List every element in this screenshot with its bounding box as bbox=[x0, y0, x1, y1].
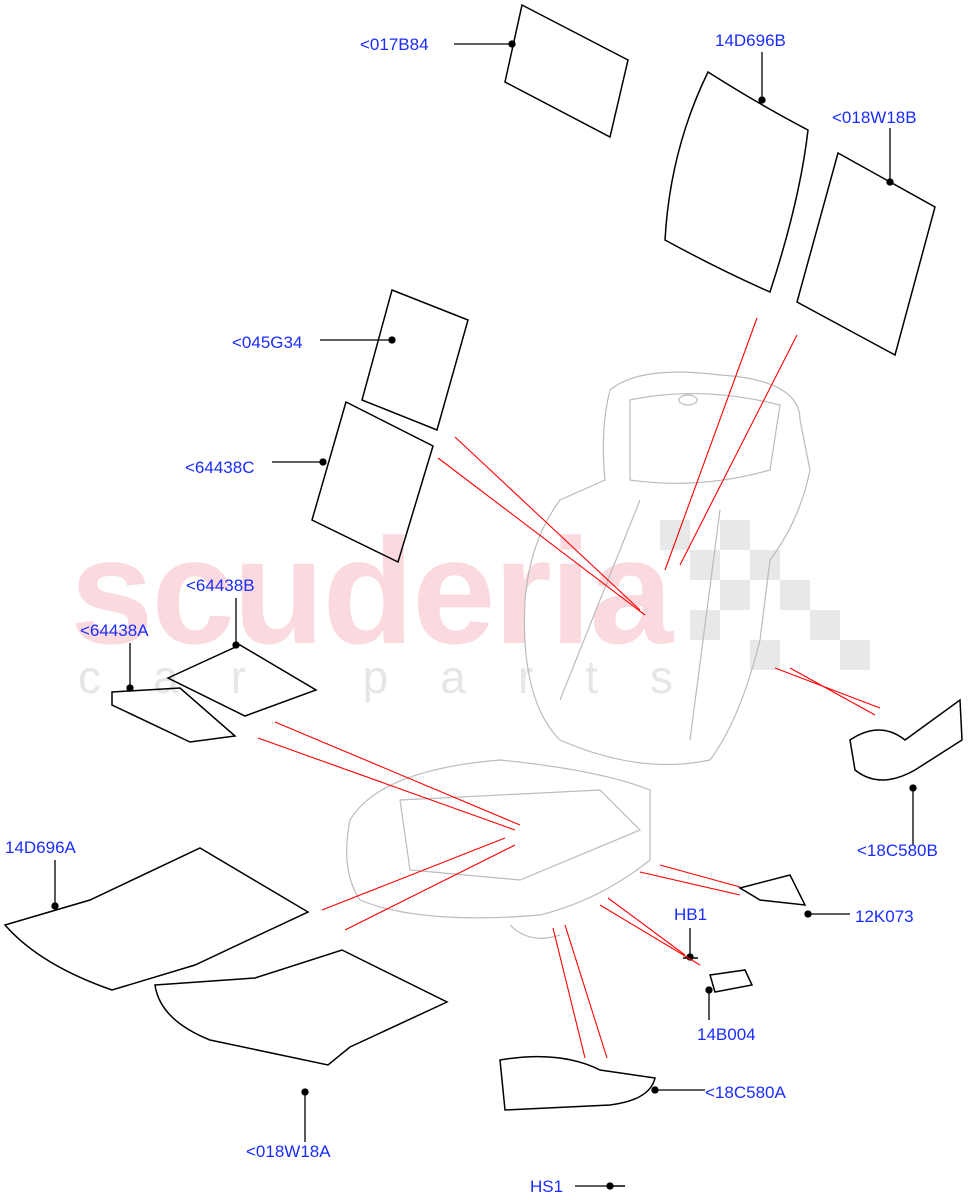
label-018W18B[interactable]: <018W18B bbox=[832, 108, 917, 127]
part-018W18A bbox=[154, 949, 449, 1066]
part-64438C bbox=[311, 400, 434, 564]
label-64438A[interactable]: <64438A bbox=[80, 621, 149, 640]
label-14B004[interactable]: 14B004 bbox=[697, 1025, 756, 1044]
part-14D696B bbox=[664, 70, 809, 294]
label-18C580A[interactable]: <18C580A bbox=[705, 1083, 786, 1102]
label-017B84[interactable]: <017B84 bbox=[360, 35, 429, 54]
reference-lines bbox=[257, 317, 881, 1059]
part-64438A bbox=[111, 687, 237, 743]
label-12K073[interactable]: 12K073 bbox=[855, 907, 914, 926]
seat-outline bbox=[346, 371, 811, 939]
part-18C580B bbox=[849, 698, 963, 781]
watermark-sub: car parts bbox=[78, 651, 725, 703]
label-HS1[interactable]: HS1 bbox=[530, 1177, 564, 1196]
label-64438B[interactable]: <64438B bbox=[186, 576, 255, 595]
part-14D696A bbox=[3, 847, 310, 991]
parts bbox=[3, 3, 963, 1187]
part-018W18B bbox=[796, 151, 936, 357]
label-14D696B[interactable]: 14D696B bbox=[715, 31, 786, 50]
label-045G34[interactable]: <045G34 bbox=[232, 333, 303, 352]
part-12K073 bbox=[738, 874, 807, 906]
watermark-flag bbox=[660, 520, 870, 670]
label-64438C[interactable]: <64438C bbox=[185, 458, 255, 477]
leader-lines bbox=[51, 40, 917, 1190]
watermark-brand: scuderia bbox=[70, 507, 673, 675]
label-HB1[interactable]: HB1 bbox=[674, 905, 708, 924]
part-64438B bbox=[166, 644, 318, 717]
part-017B84 bbox=[504, 3, 629, 139]
label-18C580B[interactable]: <18C580B bbox=[857, 841, 938, 860]
part-18C580A bbox=[499, 1055, 656, 1111]
part-14B004 bbox=[709, 969, 754, 993]
label-018W18A[interactable]: <018W18A bbox=[246, 1142, 331, 1161]
part-045G34 bbox=[361, 288, 469, 432]
label-14D696A[interactable]: 14D696A bbox=[5, 838, 76, 857]
